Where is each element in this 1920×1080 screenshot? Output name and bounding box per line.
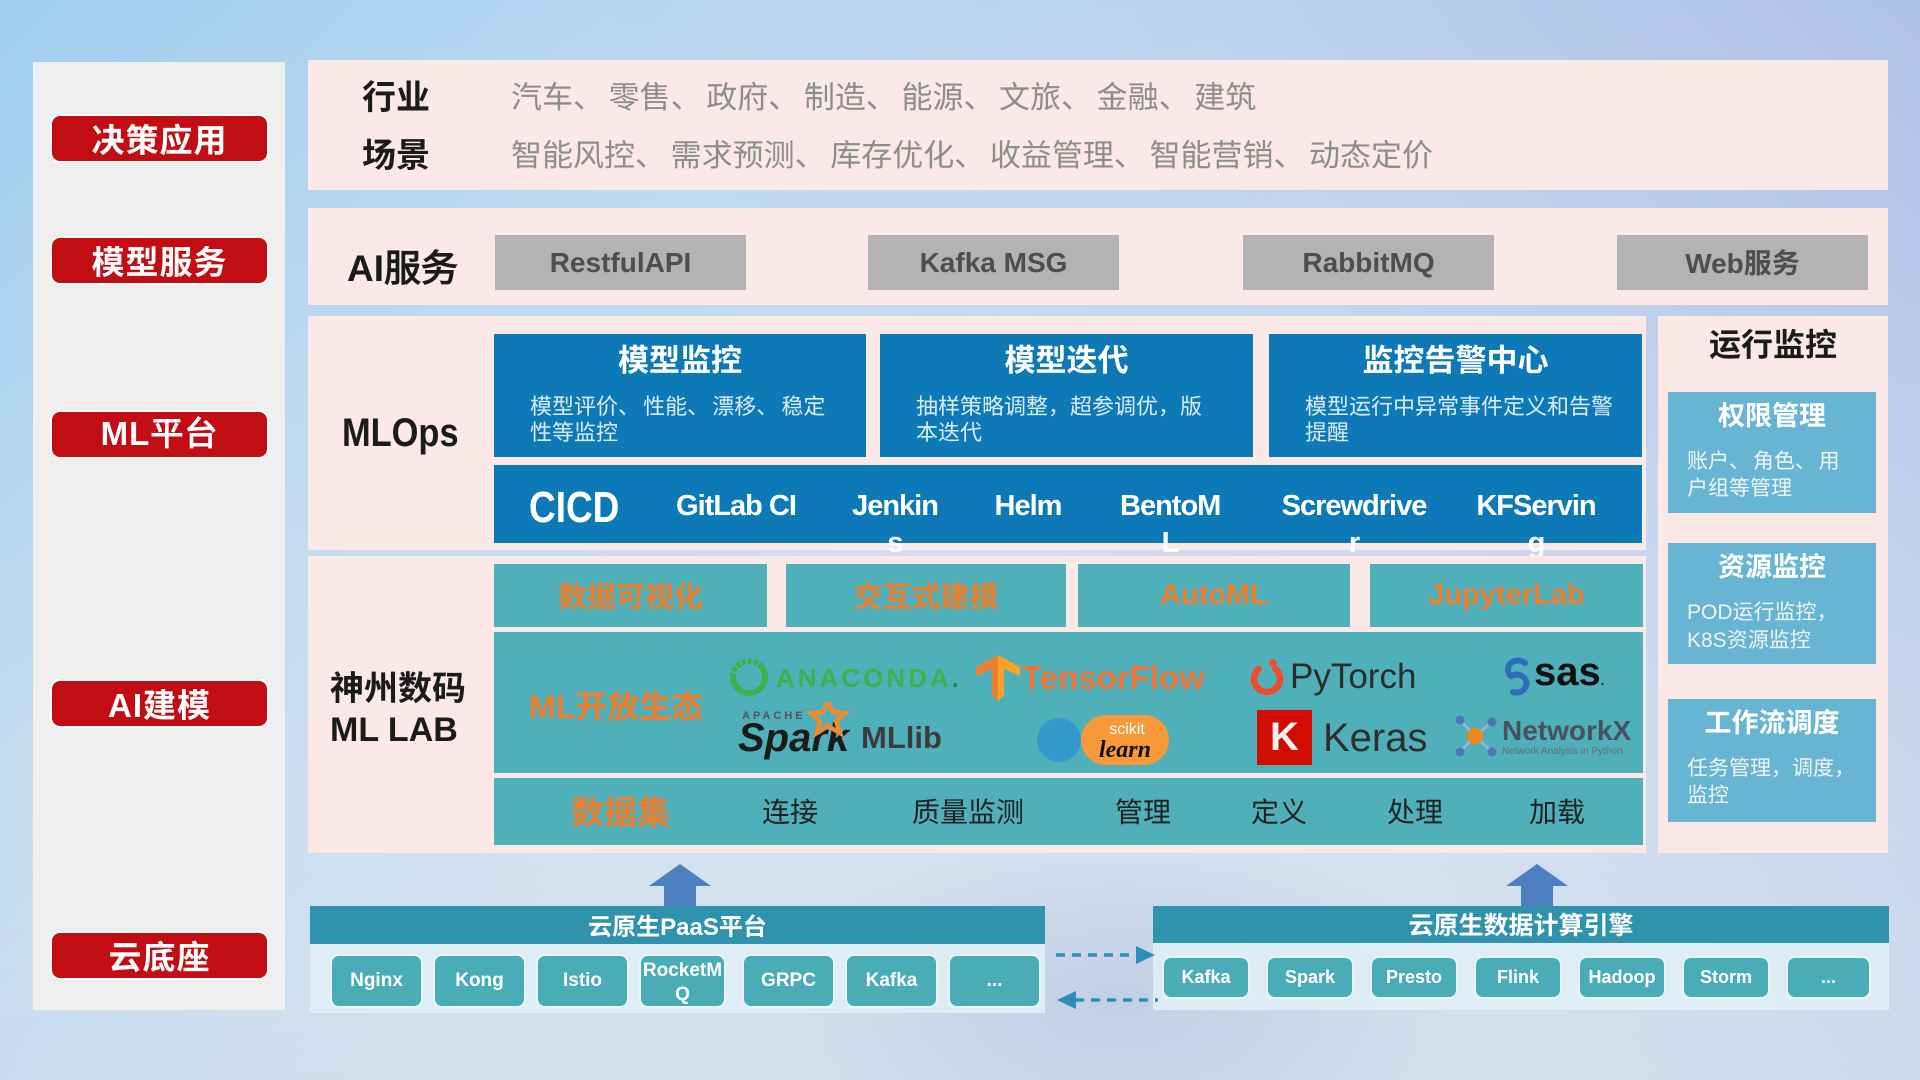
svg-text:learn: learn (1099, 737, 1151, 763)
svg-text:scikit: scikit (1109, 721, 1145, 738)
